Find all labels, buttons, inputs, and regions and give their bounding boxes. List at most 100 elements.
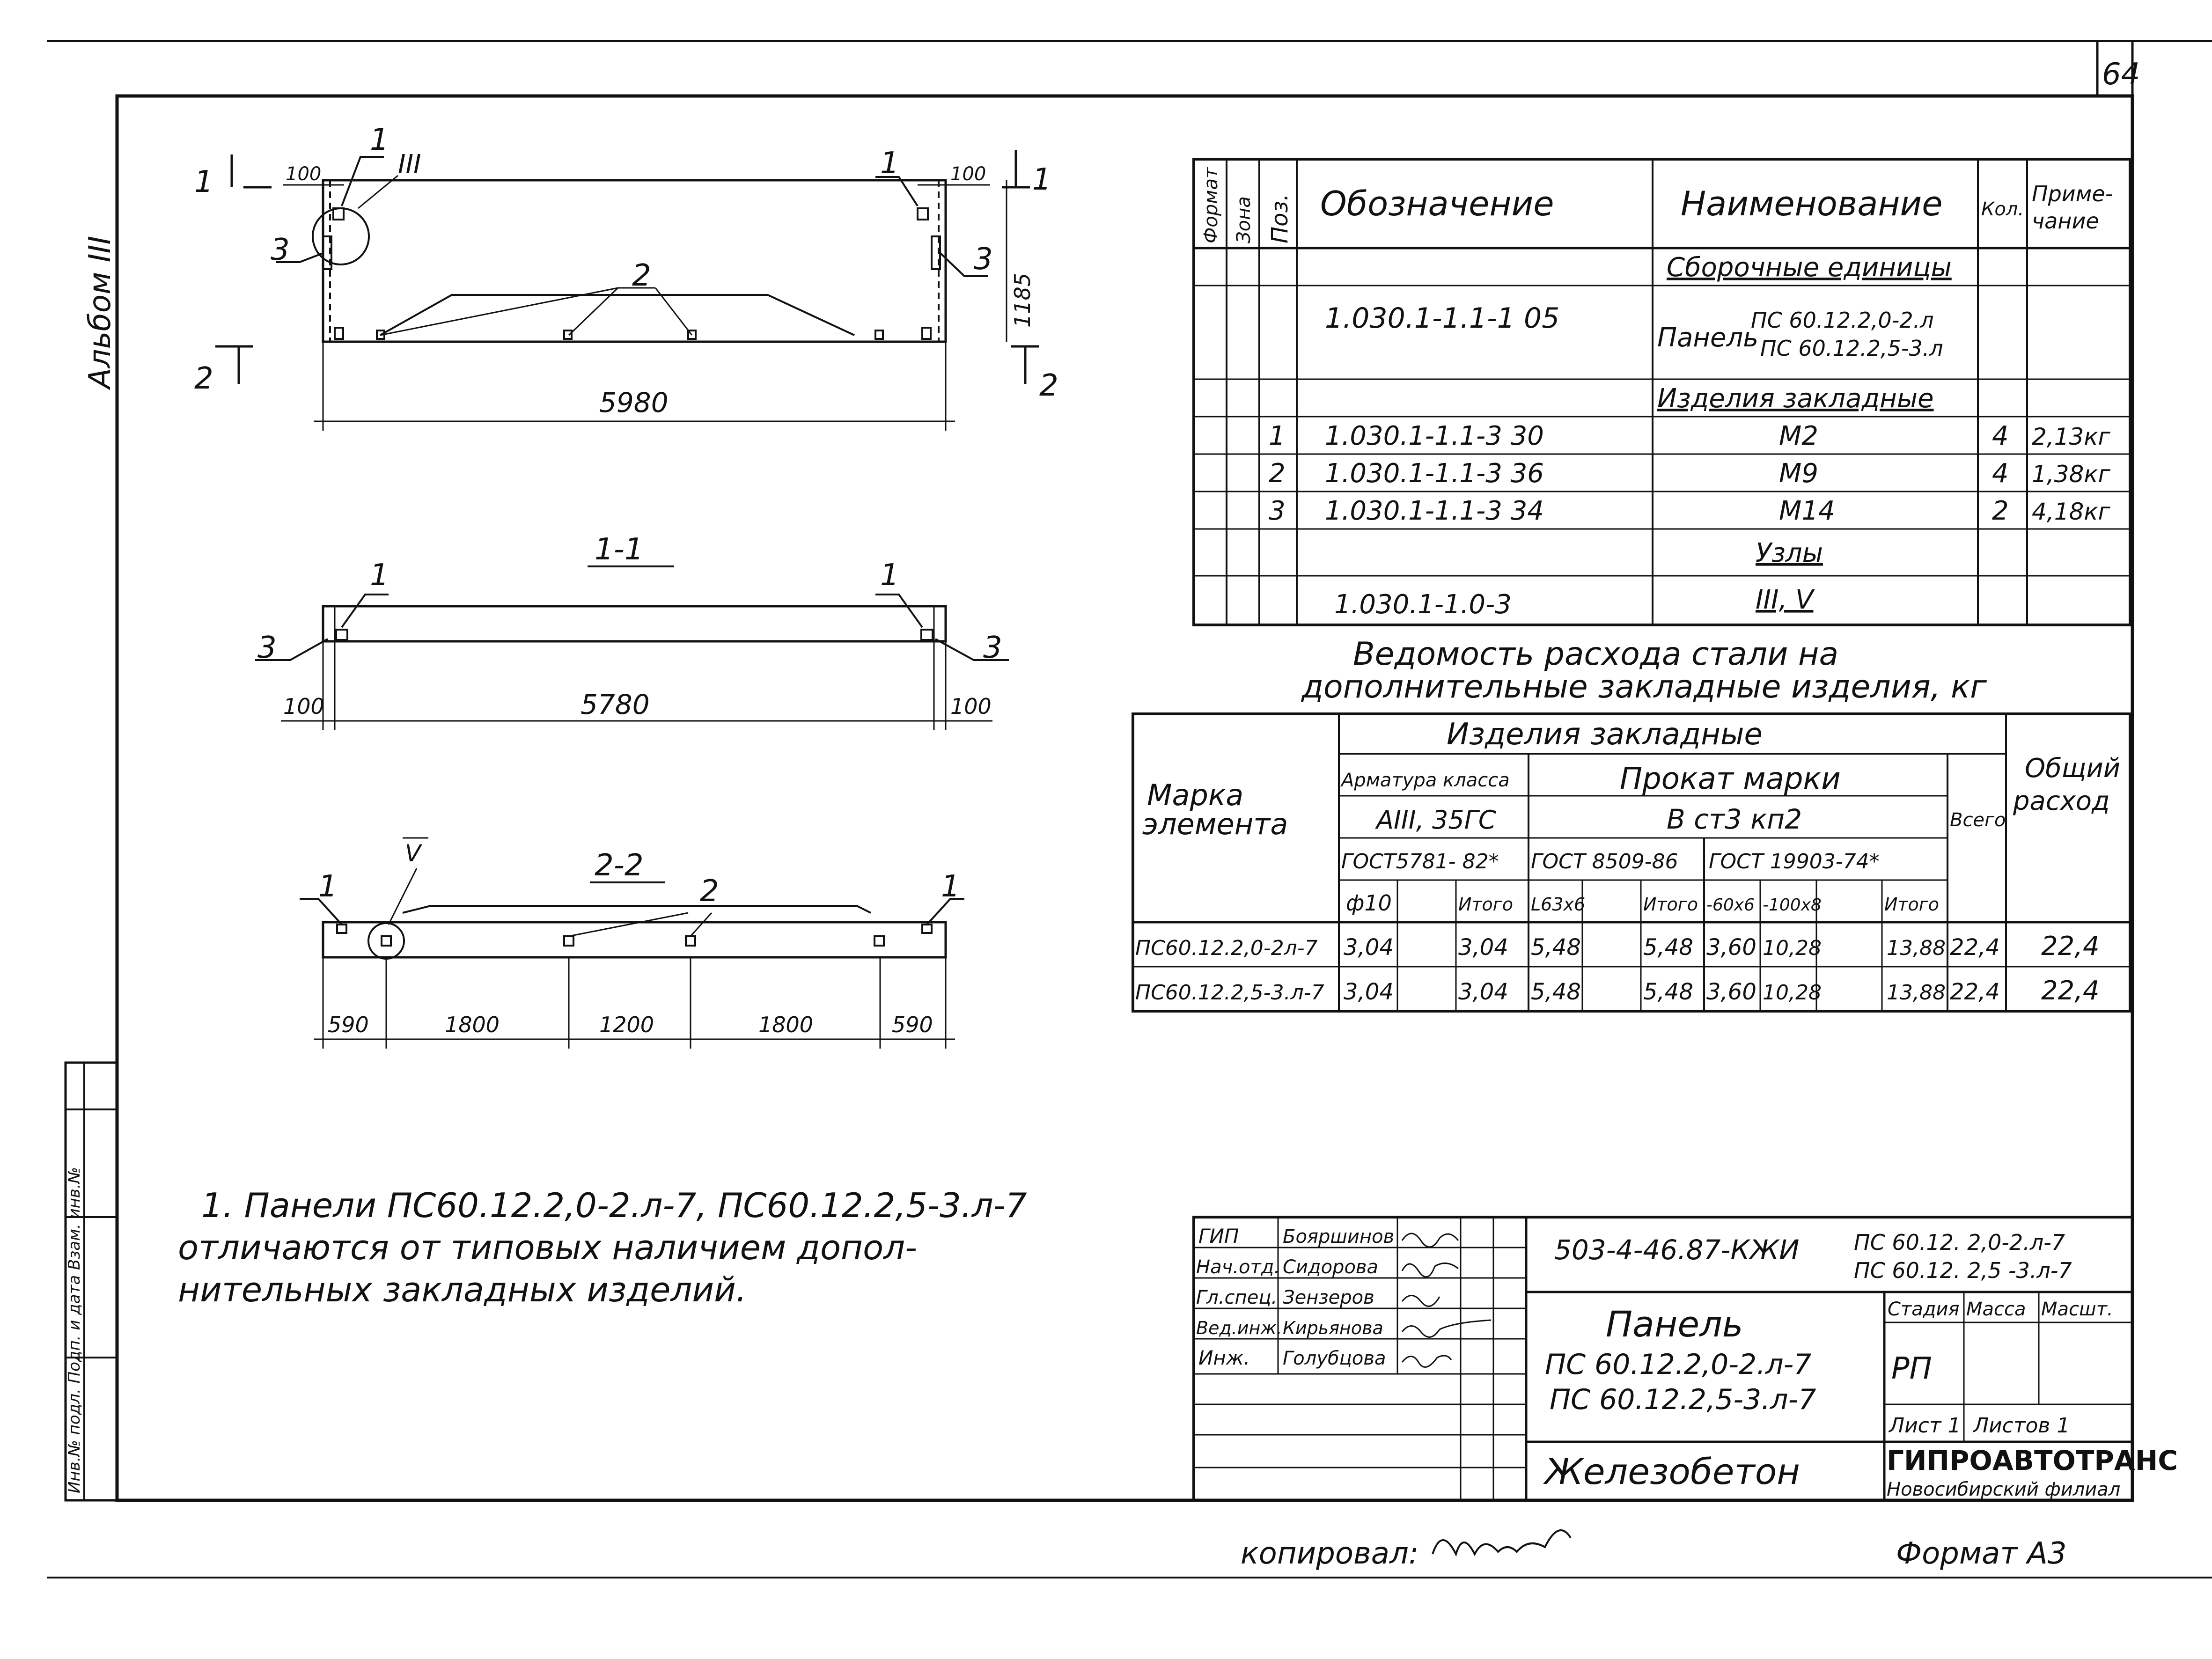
steel-table-title-line1: Ведомость расхода стали на [1353, 636, 1838, 673]
spec-row-4-qty: 4 [1992, 458, 2009, 489]
section-2-2-dim-0: 590 [328, 1012, 369, 1037]
spec-row-4-note: 1,38кг [2032, 461, 2111, 488]
steel-header-rebar-gost: ГОСТ5781- 82* [1341, 850, 1499, 874]
steel-row-0-v6: 3,60 [1706, 934, 1756, 961]
spec-row-3-note: 2,13кг [2032, 423, 2111, 450]
side-stamp: Инв.№ подл. Подп. и дата Взам. инв.№ [65, 1167, 84, 1493]
tb-doc-code: 503-4-46.87-КЖИ [1554, 1234, 1799, 1266]
tb-mass-label: Масса [1966, 1299, 2026, 1320]
steel-table: Ведомость расхода стали на дополнительны… [1132, 636, 2131, 1013]
footer-copied: копировал: [1241, 1536, 1418, 1571]
plan-callout-3-right: 3 [974, 242, 993, 277]
spec-row-6-name: Узлы [1756, 538, 1823, 568]
section-2-2-callout-2: 2 [700, 874, 719, 909]
tb-role-2: Гл.спец. [1196, 1287, 1277, 1308]
tb-name-4: Голубцова [1283, 1348, 1386, 1369]
steel-row-0-v2: 3,04 [1458, 934, 1508, 961]
section-mark-2-right: 2 [1039, 368, 1058, 403]
spec-row-4-pos: 2 [1269, 458, 1286, 489]
footer-format: Формат А3 [1896, 1536, 2067, 1571]
plan-callout-1-left: 1 [370, 123, 389, 157]
footer: копировал: Формат А3 [1241, 1529, 2067, 1571]
section-2-2-dim-2: 1200 [599, 1012, 654, 1037]
spec-row-0-name: Сборочные единицы [1667, 252, 1952, 283]
spec-header-note: Приме-чание [2032, 181, 2113, 234]
tb-role-4: Инж. [1198, 1346, 1250, 1369]
plan-view: 1 1 3 3 2 III 100 100 1185 5980 1 1 2 2 [194, 123, 1058, 431]
spec-row-5-qty: 2 [1992, 496, 2009, 526]
spec-header-qty: Кол. [1981, 198, 2024, 220]
section-2-2-dim-4: 590 [892, 1012, 933, 1037]
drawing-frame [115, 94, 2134, 1502]
steel-header-rebar-class: Арматура класса [1340, 770, 1510, 791]
spec-row-3-qty: 4 [1992, 421, 2009, 451]
tb-stage-label: Стадия [1888, 1299, 1959, 1320]
section-2-2-callout-1-left: 1 [318, 869, 338, 904]
signatures [1401, 1233, 1492, 1368]
spec-row-4-name: М9 [1779, 458, 1818, 489]
steel-col-7: -100х8 [1763, 896, 1822, 915]
steel-row-1-v2: 3,04 [1458, 979, 1508, 1005]
steel-row-1-v6: 3,60 [1706, 979, 1756, 1005]
section-1-1-callout-3-right: 3 [983, 631, 1002, 665]
spec-row-4-designation: 1.030.1-1.1-3 36 [1325, 458, 1544, 489]
steel-row-0-overall: 22,4 [2041, 931, 2100, 962]
steel-col-0: ф10 [1346, 890, 1392, 916]
section-1-1-dim-right: 100 [950, 694, 992, 719]
steel-row-1-v7: 10,28 [1763, 981, 1822, 1005]
section-mark-1-left: 1 [194, 165, 213, 199]
tb-name-3: Кирьянова [1283, 1318, 1383, 1338]
steel-header-rolled: Прокат марки [1620, 762, 1841, 796]
section-1-1-callout-3-left: 3 [257, 631, 277, 665]
title-block: ГИП Нач.отд. Гл.спец. Вед.инж. Инж. Бояр… [1192, 1216, 2178, 1502]
spec-row-1-name-line-0: ПС 60.12.2,0-2.л [1751, 308, 1934, 333]
section-2-2-node: V [405, 840, 423, 867]
spec-table: Формат Зона Поз. Обозначение Наименовани… [1192, 158, 2131, 626]
section-1-1: 1-1 1 1 3 3 100 5780 100 [255, 532, 1009, 730]
note-line-1: 1. Панели ПС60.12.2,0-2.л-7, ПС60.12.2,5… [201, 1186, 1027, 1225]
steel-row-1-total: 22,4 [1950, 979, 2000, 1005]
tb-name-1: Сидорова [1283, 1256, 1378, 1278]
spec-row-5-note: 4,18кг [2032, 498, 2111, 525]
section-1-1-dim-left: 100 [283, 694, 324, 719]
copier-signature [1432, 1529, 1572, 1557]
tb-role-0: ГИП [1198, 1225, 1239, 1248]
steel-row-0-mark: ПС60.12.2,0-2л-7 [1135, 936, 1318, 960]
tb-sheet: Лист 1 [1888, 1414, 1961, 1438]
steel-header-rebar-grade: АIII, 35ГС [1375, 805, 1496, 835]
steel-row-0-v5: 5,48 [1643, 934, 1693, 961]
spec-row-3-name: М2 [1779, 421, 1818, 451]
tb-sheets: Листов 1 [1972, 1414, 2070, 1438]
steel-row-0-v9: 13,88 [1887, 936, 1946, 960]
note-line-2: отличаются от типовых наличием допол- [178, 1228, 917, 1267]
tb-object-title: Панель [1606, 1303, 1743, 1345]
spec-row-3-designation: 1.030.1-1.1-3 30 [1325, 421, 1544, 451]
steel-row-1-v5: 5,48 [1643, 979, 1693, 1005]
steel-row-1-v0: 3,04 [1344, 979, 1394, 1005]
tb-scale-label: Масшт. [2041, 1299, 2113, 1320]
section-2-2-callout-1-right: 1 [941, 869, 960, 904]
section-mark-1-right: 1 [1032, 162, 1051, 197]
spec-row-5-pos: 3 [1269, 496, 1286, 526]
steel-row-0-v7: 10,28 [1763, 936, 1822, 960]
section-2-2: 2-2 V 1 1 2 590 1800 1200 1800 590 [300, 837, 964, 1049]
spec-row-7-name: III, V [1756, 585, 1815, 615]
spec-header-name: Наименование [1681, 184, 1943, 223]
plan-dim-height: 1185 [1010, 273, 1035, 328]
plan-callout-2: 2 [632, 258, 651, 293]
spec-row-7-designation: 1.030.1-1.0-3 [1334, 589, 1512, 620]
tb-doc-mark-0: ПС 60.12. 2,0-2.л-7 [1854, 1230, 2065, 1255]
spec-header-pos: Поз. [1267, 194, 1293, 243]
spec-row-5-designation: 1.030.1-1.1-3 34 [1325, 496, 1544, 526]
spec-row-1-name-line-1: ПС 60.12.2,5-3.л [1760, 336, 1943, 361]
steel-header-items: Изделия закладные [1447, 717, 1763, 752]
steel-row-1-mark: ПС60.12.2,5-3.л-7 [1135, 981, 1324, 1005]
steel-header-gost1: ГОСТ 8509-86 [1531, 850, 1678, 874]
steel-row-0-total: 22,4 [1950, 934, 2000, 961]
section-2-2-dim-3: 1800 [758, 1012, 813, 1037]
steel-col-3: L63х6 [1531, 894, 1585, 915]
album-label: Альбом III [83, 236, 118, 390]
steel-header-gost2: ГОСТ 19903-74* [1709, 850, 1880, 874]
